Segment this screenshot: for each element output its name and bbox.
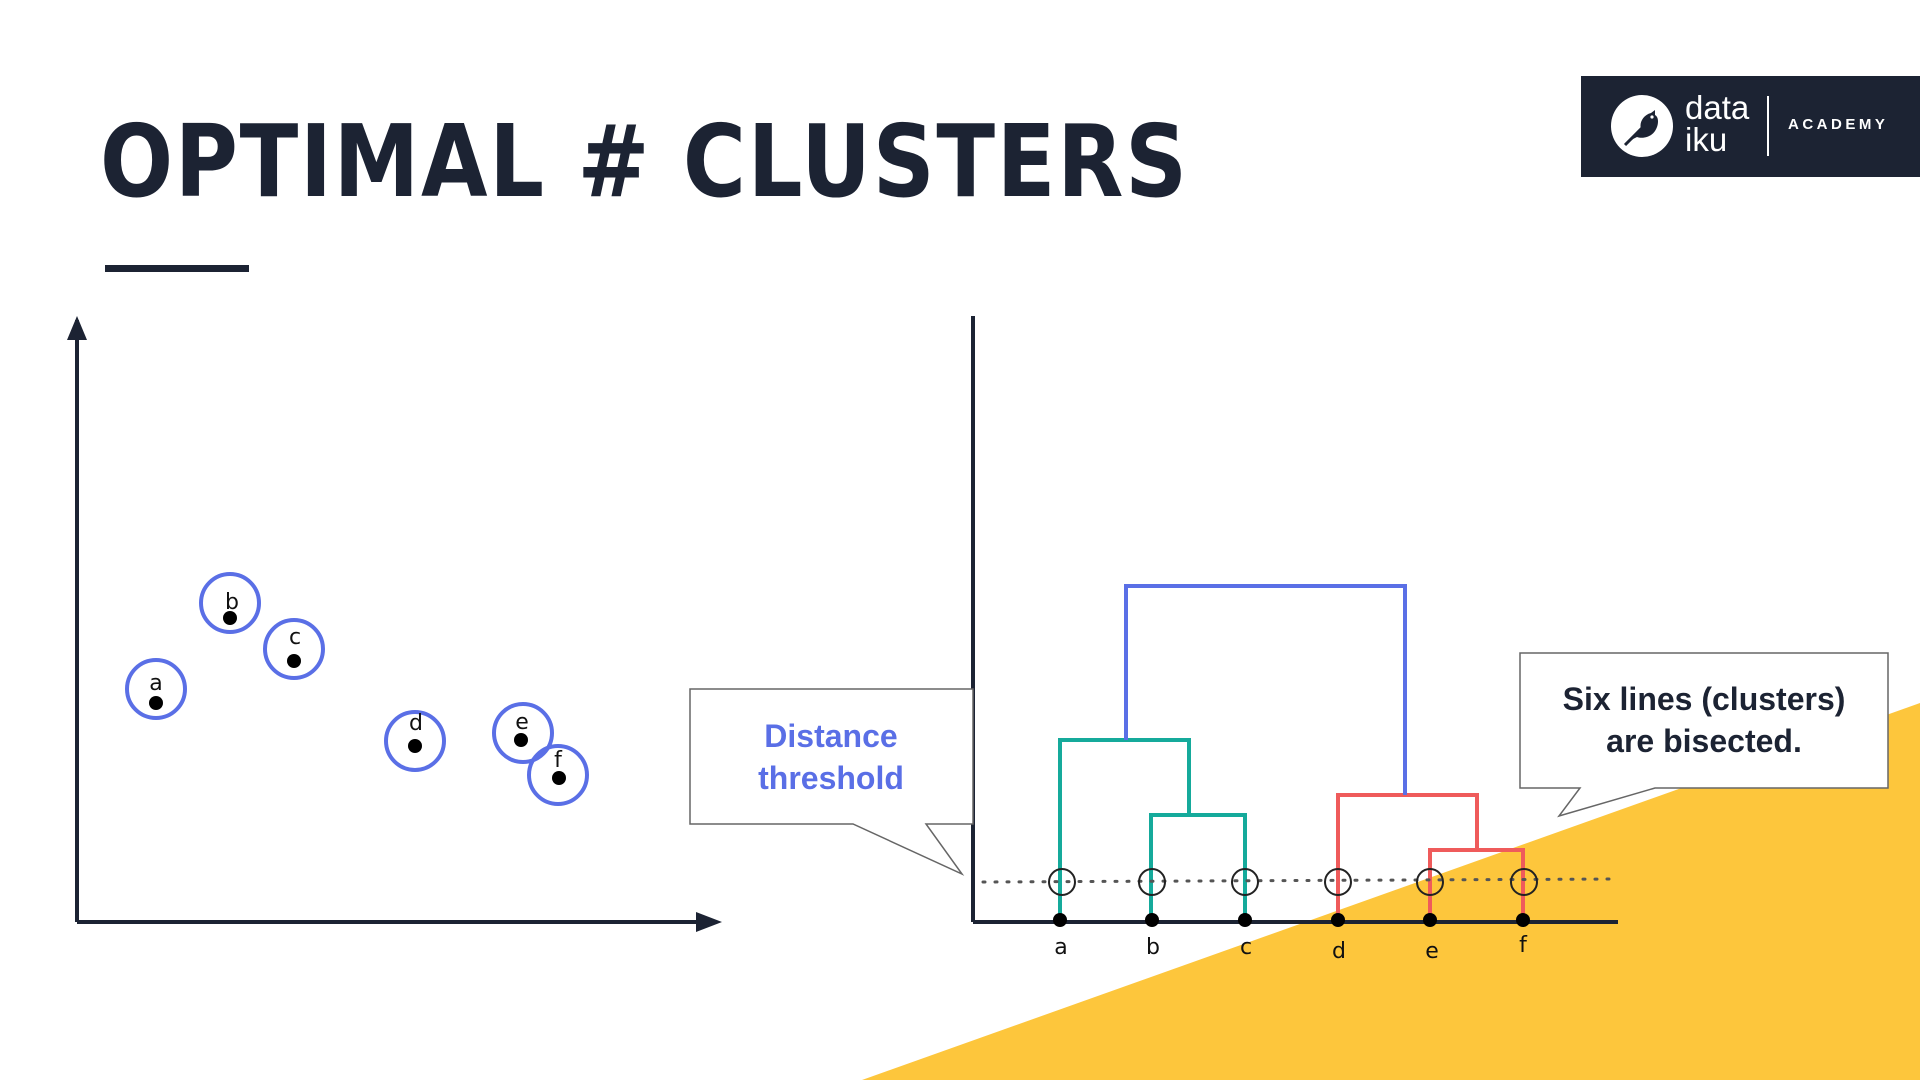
scatter-x-axis-arrowhead <box>696 912 722 932</box>
data-point <box>223 611 237 625</box>
scatter-point-f: f <box>527 744 589 806</box>
leaf-label-e: e <box>1425 939 1439 964</box>
leaf-nodes <box>1053 913 1530 927</box>
link-e-f <box>1428 848 1525 920</box>
yellow-triangle-shape <box>862 703 1920 1080</box>
data-point <box>149 696 163 710</box>
logo-wordmark: data iku <box>1685 89 1750 158</box>
link-d-ef <box>1336 793 1479 920</box>
threshold-intersections <box>1048 868 1538 896</box>
leaf-label-f: f <box>1519 933 1528 958</box>
leaf-labels: a b c d e f <box>1054 933 1528 964</box>
scatter-point-d: d <box>384 710 446 772</box>
intersection-circle <box>1510 868 1538 896</box>
intersection-circle <box>1416 868 1444 896</box>
callout-line-2: are bisected. <box>1606 723 1802 759</box>
intersection-circle <box>1138 868 1166 896</box>
logo-divider <box>1767 96 1769 156</box>
callout-bubble <box>1519 652 1889 818</box>
title-underline <box>105 265 249 272</box>
cluster-circle <box>263 618 325 680</box>
scatter-point-c: c <box>263 618 325 680</box>
leaf-dot <box>1145 913 1159 927</box>
cluster-circle <box>384 710 446 772</box>
data-point <box>287 654 301 668</box>
callout-line-1: Distance <box>764 718 897 754</box>
data-point <box>514 733 528 747</box>
leaf-dot <box>1423 913 1437 927</box>
point-label: c <box>289 625 301 650</box>
callout-line-1: Six lines (clusters) <box>1563 681 1846 717</box>
leaf-dot <box>1331 913 1345 927</box>
dataiku-academy-logo: data iku ACADEMY <box>1581 76 1920 177</box>
logo-academy-label: ACADEMY <box>1788 116 1889 133</box>
data-point <box>408 739 422 753</box>
link-root <box>1124 584 1407 795</box>
bisected-callout: Six lines (clusters) are bisected. <box>1519 652 1889 818</box>
leaf-dot <box>1238 913 1252 927</box>
link-b-c <box>1149 813 1247 920</box>
leaf-label-c: c <box>1240 935 1252 960</box>
intersection-circle <box>1324 868 1352 896</box>
distance-threshold-callout: Distance threshold <box>689 688 974 876</box>
bird-icon <box>1611 95 1673 157</box>
point-label: e <box>515 710 529 735</box>
dendrogram-links <box>1058 584 1525 920</box>
data-point <box>552 771 566 785</box>
scatter-plot: a b c d e <box>67 316 722 932</box>
cluster-circle <box>199 572 261 634</box>
callout-line-2: threshold <box>758 760 904 796</box>
link-a-bc <box>1058 738 1191 920</box>
point-label: d <box>409 711 423 736</box>
leaf-dot <box>1053 913 1067 927</box>
point-label: b <box>225 590 239 615</box>
logo-word-data: data <box>1685 89 1750 126</box>
scatter-point-b: b <box>199 572 261 634</box>
cluster-circle <box>492 702 554 764</box>
scatter-point-a: a <box>125 658 187 720</box>
point-label: a <box>149 671 162 696</box>
leaf-dot <box>1516 913 1530 927</box>
cluster-circle <box>125 658 187 720</box>
leaf-label-a: a <box>1054 935 1067 960</box>
leaf-label-d: d <box>1332 939 1346 964</box>
point-label: f <box>554 748 563 773</box>
intersection-circle <box>1048 868 1076 896</box>
scatter-point-e: e <box>492 702 554 764</box>
bird-icon-graphic <box>1623 110 1658 147</box>
leaf-label-b: b <box>1146 935 1160 960</box>
scatter-y-axis-arrowhead <box>67 316 87 340</box>
cluster-circle <box>527 744 589 806</box>
page-title: OPTIMAL # CLUSTERS <box>100 103 1189 220</box>
logo-word-iku: iku <box>1685 121 1728 158</box>
callout-bubble <box>689 688 974 876</box>
dendrogram: a b c d e f <box>971 316 1620 964</box>
intersection-circle <box>1231 868 1259 896</box>
